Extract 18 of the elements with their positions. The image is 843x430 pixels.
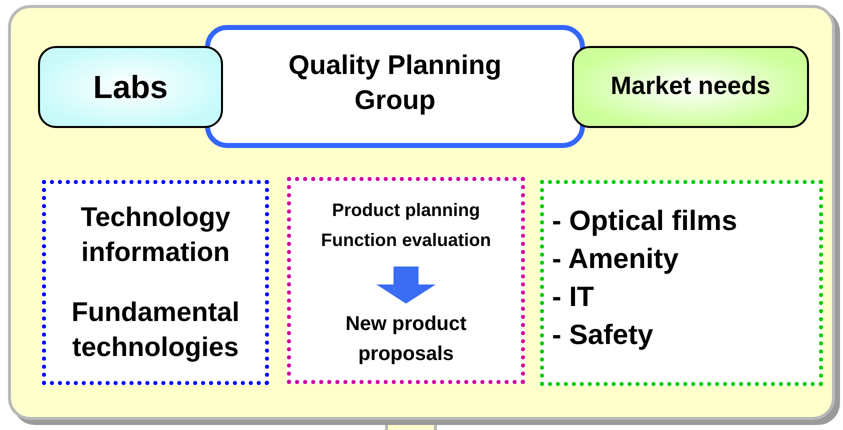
source-label: Labs: [93, 68, 168, 107]
planning-panel: [287, 177, 525, 384]
needs-box: [572, 46, 809, 128]
group-title: Quality Planning Group: [287, 49, 503, 117]
market-panel: [540, 180, 823, 386]
needs-label: Market needs: [610, 71, 770, 102]
technology-panel: [42, 180, 269, 385]
market-item: - Optical films: [552, 204, 738, 238]
market-item: - Safety: [552, 318, 654, 352]
proposal-text: New product proposals: [344, 312, 468, 367]
technology-text: Technology information: [80, 201, 232, 270]
block-arrow: [376, 266, 436, 304]
source-box: [38, 46, 223, 128]
market-item: - Amenity: [552, 242, 679, 276]
technology-text: Fundamental technologies: [70, 296, 240, 364]
step-text: Product planning: [332, 199, 480, 222]
market-item: - IT: [552, 280, 594, 314]
step-text: Function evaluation: [320, 229, 491, 252]
